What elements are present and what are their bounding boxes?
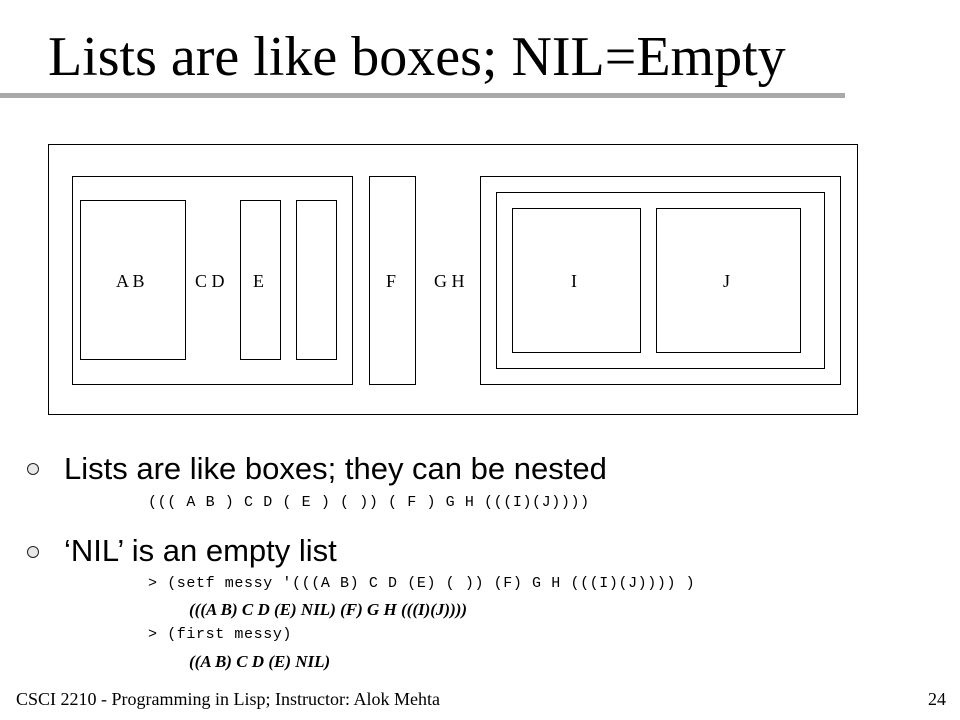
ab-box: [80, 200, 186, 360]
first-element-box: [72, 176, 353, 385]
setf-command-code: > (setf messy '(((A B) C D (E) ( )) (F) …: [148, 575, 696, 592]
footer-course: CSCI 2210 - Programming in Lisp; Instruc…: [16, 689, 440, 709]
first-result: ((A B) C D (E) NIL): [189, 652, 331, 671]
label-e: E: [253, 271, 264, 291]
empty-box: [296, 200, 337, 360]
nested-list-code: ((( A B ) C D ( E ) ( )) ( F ) G H (((I)…: [148, 494, 590, 511]
i-box: [512, 208, 641, 353]
label-cd: C D: [195, 271, 225, 291]
last-element-box: [480, 176, 841, 385]
f-box: [369, 176, 416, 385]
outer-list-box: [48, 144, 858, 415]
label-f: F: [386, 271, 397, 291]
bullet-text-1: Lists are like boxes; they can be nested: [64, 451, 607, 486]
bullet-marker-2: [27, 546, 39, 558]
footer-page-number: 24: [928, 689, 946, 709]
j-box: [656, 208, 801, 353]
slide-title: Lists are like boxes; NIL=Empty: [48, 26, 786, 88]
label-j: J: [723, 271, 731, 291]
inner-list-box: [496, 192, 825, 369]
bullet-marker-1: [27, 463, 39, 475]
label-gh: G H: [434, 271, 465, 291]
bullet-text-2: ‘NIL’ is an empty list: [64, 533, 337, 568]
first-command-code: > (first messy): [148, 626, 293, 643]
e-box: [240, 200, 281, 360]
label-ab: A B: [116, 271, 145, 291]
setf-result: (((A B) C D (E) NIL) (F) G H (((I)(J)))): [189, 600, 468, 619]
label-i: I: [571, 271, 577, 291]
title-underline: [0, 93, 845, 98]
